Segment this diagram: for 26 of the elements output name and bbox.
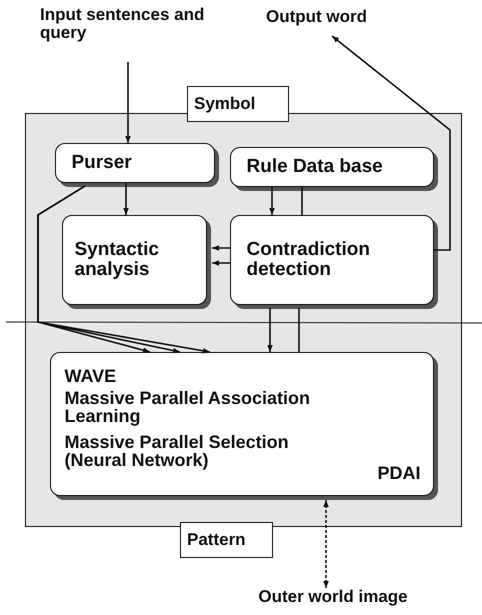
- arrow: [125, 62, 131, 143]
- tag-box: [187, 86, 289, 122]
- node-text: Massive Parallel Association Learning: [64, 388, 311, 426]
- node-text: Pattern: [187, 531, 247, 549]
- node-text: Syntactic analysis: [74, 240, 160, 280]
- tag-box: [180, 522, 273, 558]
- node-text: Outer world image: [257, 588, 409, 606]
- arrow: [123, 183, 129, 215]
- node-text: WAVE: [64, 366, 116, 386]
- connector-line: [298, 308, 300, 352]
- node-text: Contradiction detection: [246, 240, 371, 280]
- frame-panel: [25, 113, 462, 527]
- node-text: Symbol: [194, 95, 256, 113]
- node-text: Rule Data base: [246, 156, 384, 176]
- connector-line: [301, 187, 303, 215]
- node-text: Output word: [266, 8, 368, 26]
- arrow: [332, 35, 451, 251]
- node-text: Massive Parallel Selection (Neural Network): [64, 432, 290, 470]
- arrow: [212, 245, 230, 251]
- node-text: PDAI: [377, 464, 420, 482]
- arrow: [37, 185, 210, 354]
- arrow: [212, 260, 230, 266]
- node-text: Purser: [72, 152, 133, 172]
- arrow: [269, 187, 275, 215]
- node-text: Input sentences and query: [40, 6, 206, 42]
- arrow: [267, 308, 273, 352]
